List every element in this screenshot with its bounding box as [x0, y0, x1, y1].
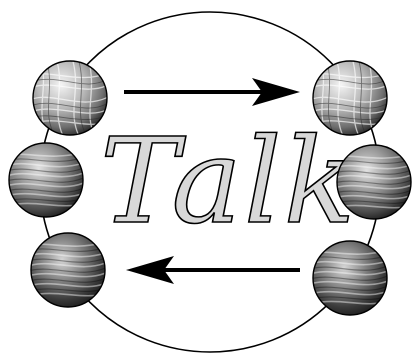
- arrow-right-icon: [124, 78, 300, 106]
- sphere-icon: [28, 233, 108, 307]
- sphere-icon: [30, 58, 110, 138]
- arrow-left-icon: [126, 256, 300, 284]
- talk-word: Talk: [100, 112, 357, 250]
- sphere-icon: [310, 241, 390, 315]
- sphere-icon: [6, 143, 86, 217]
